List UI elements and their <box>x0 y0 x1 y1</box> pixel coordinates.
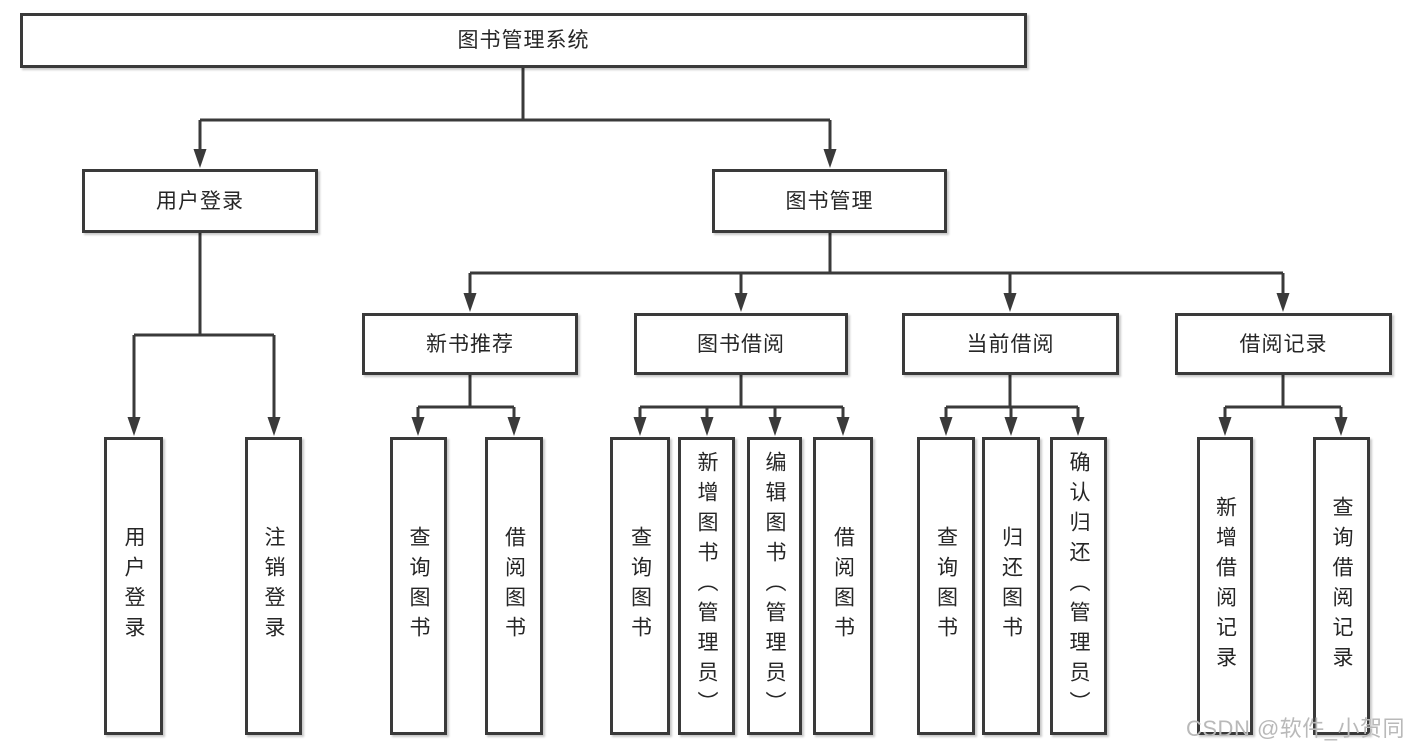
leaf-query-books-2-label: 查询图书 <box>628 526 652 646</box>
arrowhead <box>1276 293 1290 312</box>
arrowhead <box>1334 417 1348 436</box>
node-book-management: 图书管理 <box>712 169 947 233</box>
arrowhead <box>700 417 714 436</box>
node-borrowing-records-label: 借阅记录 <box>1239 332 1328 356</box>
leaf-borrow-books-1-label: 借阅图书 <box>502 526 526 646</box>
arrowhead <box>127 417 141 436</box>
node-new-book-recommend: 新书推荐 <box>362 313 578 375</box>
node-current-borrowing-label: 当前借阅 <box>966 332 1055 356</box>
node-root-label: 图书管理系统 <box>457 29 590 52</box>
arrowhead <box>411 417 425 436</box>
node-book-borrowing: 图书借阅 <box>634 313 848 375</box>
leaf-add-borrow-record-label: 新增借阅记录 <box>1213 496 1237 676</box>
node-user-login: 用户登录 <box>82 169 318 233</box>
arrowhead <box>267 417 281 436</box>
arrowhead <box>193 149 207 168</box>
leaf-return-books-label: 归还图书 <box>999 526 1023 646</box>
leaf-logout-label: 注销登录 <box>262 526 285 646</box>
leaf-query-books-3-label: 查询图书 <box>934 526 958 646</box>
watermark: CSDN @软件_小贺同学 <box>1186 716 1405 741</box>
leaf-return-books: 归还图书 <box>982 437 1040 735</box>
connector-current-borrow <box>944 375 1080 420</box>
leaf-query-books-2: 查询图书 <box>610 437 670 735</box>
leaf-borrow-books-2-label: 借阅图书 <box>831 526 855 646</box>
leaf-user-login-label: 用户登录 <box>122 526 145 646</box>
arrowhead <box>836 417 850 436</box>
node-user-login-label: 用户登录 <box>156 189 244 213</box>
node-book-borrowing-label: 图书借阅 <box>697 332 785 356</box>
arrowhead <box>1218 417 1232 436</box>
arrowhead <box>734 293 748 312</box>
leaf-borrow-books-2: 借阅图书 <box>813 437 873 735</box>
arrowhead <box>823 149 837 168</box>
leaf-query-borrow-record: 查询借阅记录 <box>1313 437 1370 735</box>
leaf-logout: 注销登录 <box>245 437 302 735</box>
node-book-management-label: 图书管理 <box>785 189 874 213</box>
arrowhead <box>1004 417 1018 436</box>
leaf-confirm-return-admin-label: 确认归还（管理员） <box>1067 451 1090 721</box>
arrowhead <box>768 417 782 436</box>
connector-root <box>198 68 832 152</box>
connector-book-borrow <box>638 375 845 420</box>
arrowhead <box>1003 293 1017 312</box>
leaf-edit-books-admin: 编辑图书（管理员） <box>747 437 802 735</box>
node-current-borrowing: 当前借阅 <box>902 313 1119 375</box>
node-root: 图书管理系统 <box>20 13 1027 68</box>
leaf-edit-books-admin-label: 编辑图书（管理员） <box>763 451 786 721</box>
connector-borrow-records <box>1223 375 1343 420</box>
arrowhead <box>1071 417 1085 436</box>
leaf-user-login: 用户登录 <box>104 437 163 735</box>
leaf-add-books-admin-label: 新增图书（管理员） <box>695 451 718 721</box>
leaf-borrow-books-1: 借阅图书 <box>485 437 543 735</box>
connector-book-mgmt <box>468 233 1285 295</box>
leaf-add-books-admin: 新增图书（管理员） <box>678 437 735 735</box>
connector-user-login <box>132 233 276 420</box>
arrowhead <box>633 417 647 436</box>
arrowhead <box>507 417 521 436</box>
leaf-query-books-1-label: 查询图书 <box>407 526 430 646</box>
node-new-book-recommend-label: 新书推荐 <box>426 332 514 356</box>
leaf-query-books-1: 查询图书 <box>390 437 447 735</box>
leaf-add-borrow-record: 新增借阅记录 <box>1197 437 1253 735</box>
arrowhead <box>939 417 953 436</box>
connector-new-book <box>416 375 516 420</box>
arrowhead <box>463 293 477 312</box>
node-borrowing-records: 借阅记录 <box>1175 313 1392 375</box>
leaf-query-books-3: 查询图书 <box>917 437 975 735</box>
leaf-query-borrow-record-label: 查询借阅记录 <box>1330 496 1353 676</box>
leaf-confirm-return-admin: 确认归还（管理员） <box>1050 437 1107 735</box>
